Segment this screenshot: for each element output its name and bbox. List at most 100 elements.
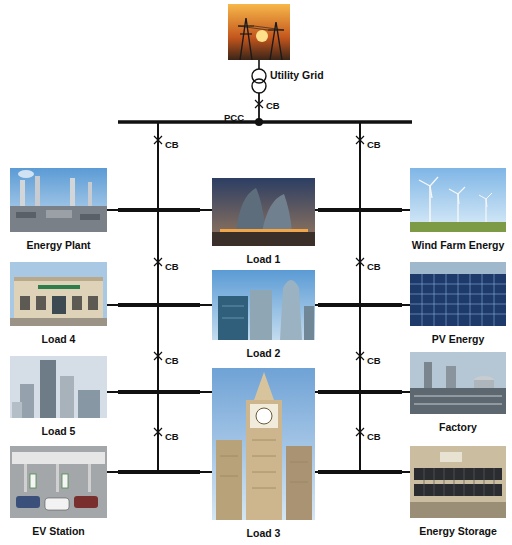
wind-farm-photo-part xyxy=(458,194,459,204)
single-line-wiring-part xyxy=(258,60,260,69)
load-1-photo-part xyxy=(212,232,315,246)
energy-plant-photo-part xyxy=(46,210,72,218)
circuit-breaker-symbol-part xyxy=(255,100,263,108)
load-4-photo-part xyxy=(20,296,30,310)
load-4-photo-part xyxy=(72,296,82,310)
picture-node: PV Energy xyxy=(410,262,506,347)
wind-farm-photo-part xyxy=(457,194,458,222)
circuit-breaker-symbol-part xyxy=(154,258,162,266)
picture-caption: Load 3 xyxy=(247,527,281,539)
utility-grid-photo xyxy=(228,4,290,60)
breaker-label: CB xyxy=(165,139,179,150)
ev-station-photo-part xyxy=(62,474,68,488)
wind-farm-photo-part xyxy=(449,189,458,194)
pcc-label: PCC xyxy=(224,112,244,123)
energy-storage-photo-part xyxy=(414,468,502,480)
picture-node: Load 4 xyxy=(10,262,107,347)
single-line-wiring xyxy=(118,60,412,472)
load-5-photo-part xyxy=(20,384,34,418)
picture-caption: Utility Grid xyxy=(270,69,324,81)
feeder-wire-line xyxy=(315,304,410,306)
label-holder: CB xyxy=(165,134,179,152)
energy-plant-photo-part xyxy=(16,212,36,218)
load-2-photo-part xyxy=(304,306,314,340)
wind-farm-photo-part xyxy=(485,199,486,222)
feeder-wire xyxy=(107,210,212,211)
label-holder: CB xyxy=(367,256,381,274)
breaker-label: CB xyxy=(367,261,381,272)
circuit-breaker-symbol-part xyxy=(356,428,364,436)
circuit-breaker-symbol-part xyxy=(356,352,364,360)
energy-plant-photo-part xyxy=(10,168,107,232)
ev-station-photo-part xyxy=(12,452,105,464)
feeder-wire xyxy=(315,305,410,306)
picture-caption: Load 4 xyxy=(42,333,76,345)
energy-plant-photo-part xyxy=(80,214,100,220)
load-3-photo-part xyxy=(220,440,308,488)
pv-panel-photo xyxy=(410,262,506,326)
picture-caption: Wind Farm Energy xyxy=(412,239,505,251)
load-3-photo-part xyxy=(254,372,274,400)
energy-storage-photo-part xyxy=(424,468,494,496)
factory-photo-part xyxy=(410,352,506,414)
energy-storage-photo-part xyxy=(410,502,506,518)
circuit-breaker-symbol-part xyxy=(356,258,364,266)
circuit-breaker-symbol-part xyxy=(154,428,162,436)
feeder-wire-line xyxy=(107,209,212,211)
circuit-breaker-symbol-part xyxy=(356,136,364,144)
single-line-wiring-part xyxy=(118,120,412,124)
energy-storage-photo-part xyxy=(414,484,502,496)
ev-station-photo-part xyxy=(88,464,91,492)
feeder-wire xyxy=(315,392,410,393)
wind-farm-photo-part xyxy=(410,168,506,232)
utility-grid-photo-part xyxy=(228,4,290,60)
utility-grid-photo-part xyxy=(254,26,284,30)
picture-node: Factory xyxy=(410,352,506,435)
load-5-photo-part xyxy=(40,360,56,418)
energy-storage-photo-part xyxy=(410,446,506,518)
pv-panel-photo-part xyxy=(410,262,506,326)
breaker-label: CB xyxy=(165,261,179,272)
load-4-photo-part xyxy=(14,277,103,281)
label-holder: CB xyxy=(266,95,280,113)
energy-storage-photo-part xyxy=(440,452,462,462)
energy-plant-photo-part xyxy=(10,206,107,232)
feeder-wire-line xyxy=(315,391,410,393)
load-1-photo-part xyxy=(236,188,266,232)
picture-node: EV Station xyxy=(10,446,107,539)
wind-farm-photo-part xyxy=(486,199,487,207)
load-2-photo-part xyxy=(280,280,302,340)
picture-node: Load 3 xyxy=(212,368,315,541)
picture-node: Energy Plant xyxy=(10,168,107,253)
load-2-photo xyxy=(212,270,315,340)
breaker-label: CB xyxy=(165,431,179,442)
wind-farm-photo-part xyxy=(430,177,438,186)
load-5-photo-part xyxy=(10,356,107,418)
breaker-label: CB xyxy=(165,355,179,366)
load-2-photo-part xyxy=(212,270,315,340)
picture-node: Energy Storage xyxy=(410,446,506,539)
label-holder: CB xyxy=(165,256,179,274)
load-2-photo-part xyxy=(218,296,248,340)
wind-farm-photo-part xyxy=(479,195,486,199)
load-1-photo-part xyxy=(212,178,315,246)
load-5-photo-part xyxy=(12,402,22,418)
load-1-photo-part xyxy=(262,194,292,232)
utility-grid-photo-part xyxy=(240,33,252,34)
load-4-photo xyxy=(10,262,107,326)
factory-photo xyxy=(410,352,506,414)
picture-node: Load 1 xyxy=(212,178,315,267)
load-1-photo-part xyxy=(220,229,308,232)
load-5-photo-part xyxy=(60,376,74,418)
factory-photo-part xyxy=(410,388,506,414)
load-4-photo-part xyxy=(10,318,107,326)
wind-farm-photo xyxy=(410,168,506,232)
picture-node: Wind Farm Energy xyxy=(410,168,506,253)
single-line-wiring-part xyxy=(258,93,260,122)
load-5-photo-part xyxy=(78,390,100,418)
wind-farm-photo-part xyxy=(430,186,432,198)
load-4-photo-part xyxy=(88,296,98,310)
wind-farm-photo-part xyxy=(486,193,492,199)
energy-plant-photo xyxy=(10,168,107,232)
